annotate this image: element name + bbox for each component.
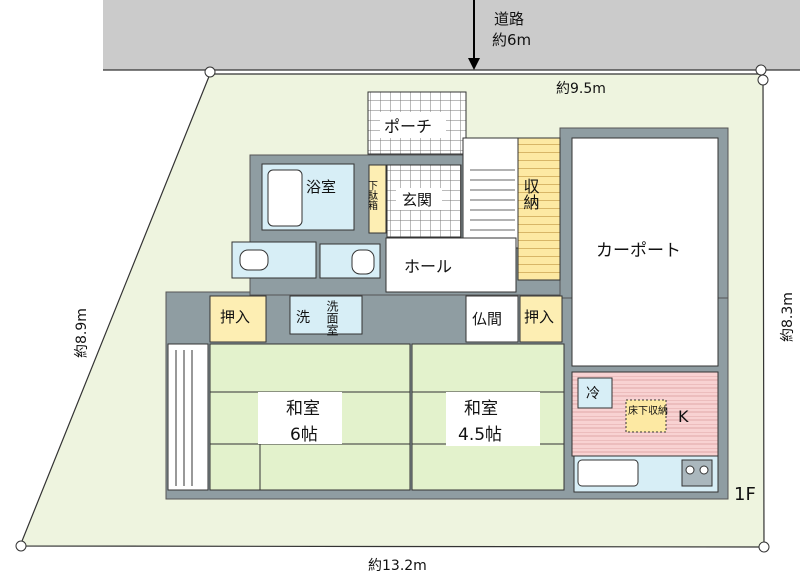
stove-burner bbox=[685, 465, 695, 475]
entrance-label: 玄関 bbox=[402, 191, 432, 209]
sink-basin bbox=[351, 249, 375, 275]
bathtub bbox=[267, 169, 303, 227]
closet-right bbox=[519, 295, 563, 343]
wash-room bbox=[289, 295, 363, 335]
washroom-label: 洗面室 bbox=[325, 300, 339, 336]
hall-label: ホール bbox=[404, 257, 452, 276]
washitsu-6-label-box bbox=[258, 392, 342, 444]
closet-left-label: 押入 bbox=[220, 308, 250, 326]
porch-label: ポーチ bbox=[384, 117, 432, 136]
fridge-label: 冷 bbox=[586, 386, 600, 402]
staircase bbox=[462, 137, 519, 249]
lot-corner-marker bbox=[757, 74, 769, 86]
dimension-top: 約9.5m bbox=[556, 81, 606, 97]
washitsu-6-size: 6帖 bbox=[290, 425, 318, 445]
washitsu-6-name: 和室 bbox=[286, 399, 320, 419]
road-area bbox=[103, 0, 800, 70]
underfloor-label: 床下収納 bbox=[628, 404, 668, 417]
washitsu-45-name: 和室 bbox=[464, 399, 498, 419]
stove-burner bbox=[699, 465, 709, 475]
kitchen-label: K bbox=[678, 407, 689, 426]
entrance-label-box bbox=[396, 188, 442, 210]
kitchen-stove bbox=[681, 459, 713, 487]
dimension-right: 約8.3m bbox=[780, 292, 796, 342]
carport-label: カーポート bbox=[596, 241, 681, 261]
road-label: 道路 bbox=[494, 10, 524, 28]
storage-label: 収納 bbox=[521, 178, 540, 211]
veranda bbox=[167, 343, 209, 491]
bath-label: 浴室 bbox=[306, 178, 336, 196]
shoe-box-area bbox=[368, 164, 387, 234]
carport-area bbox=[571, 137, 719, 367]
dimension-left: 約8.9m bbox=[74, 308, 90, 358]
lot-corner-marker bbox=[755, 64, 767, 76]
washitsu-45-size: 4.5帖 bbox=[458, 425, 502, 445]
butsuma-label: 仏間 bbox=[472, 310, 502, 328]
lot-corner-marker bbox=[204, 66, 216, 78]
storage-closet bbox=[517, 137, 561, 281]
lot-corner-marker bbox=[758, 541, 770, 553]
dimension-bottom: 約13.2m bbox=[368, 558, 427, 574]
kitchen-sink bbox=[577, 459, 639, 487]
fridge bbox=[577, 377, 613, 409]
wash-label: 洗 bbox=[296, 310, 310, 326]
underfloor-storage bbox=[625, 399, 667, 433]
butsuma-area bbox=[465, 295, 519, 343]
porch-label-box bbox=[380, 112, 446, 138]
floor-label: 1F bbox=[734, 484, 756, 505]
closet-right-label: 押入 bbox=[524, 308, 554, 326]
road-width-label: 約6m bbox=[492, 31, 531, 49]
road-arrow-head bbox=[468, 58, 480, 70]
toilet bbox=[239, 249, 269, 271]
shoe-box-label: 下駄箱 bbox=[366, 180, 378, 211]
hall-area bbox=[385, 237, 517, 293]
lot-corner-marker bbox=[15, 540, 27, 552]
closet-left bbox=[209, 295, 267, 343]
washitsu-45-label-box bbox=[446, 392, 540, 446]
veranda-rails bbox=[175, 350, 193, 486]
